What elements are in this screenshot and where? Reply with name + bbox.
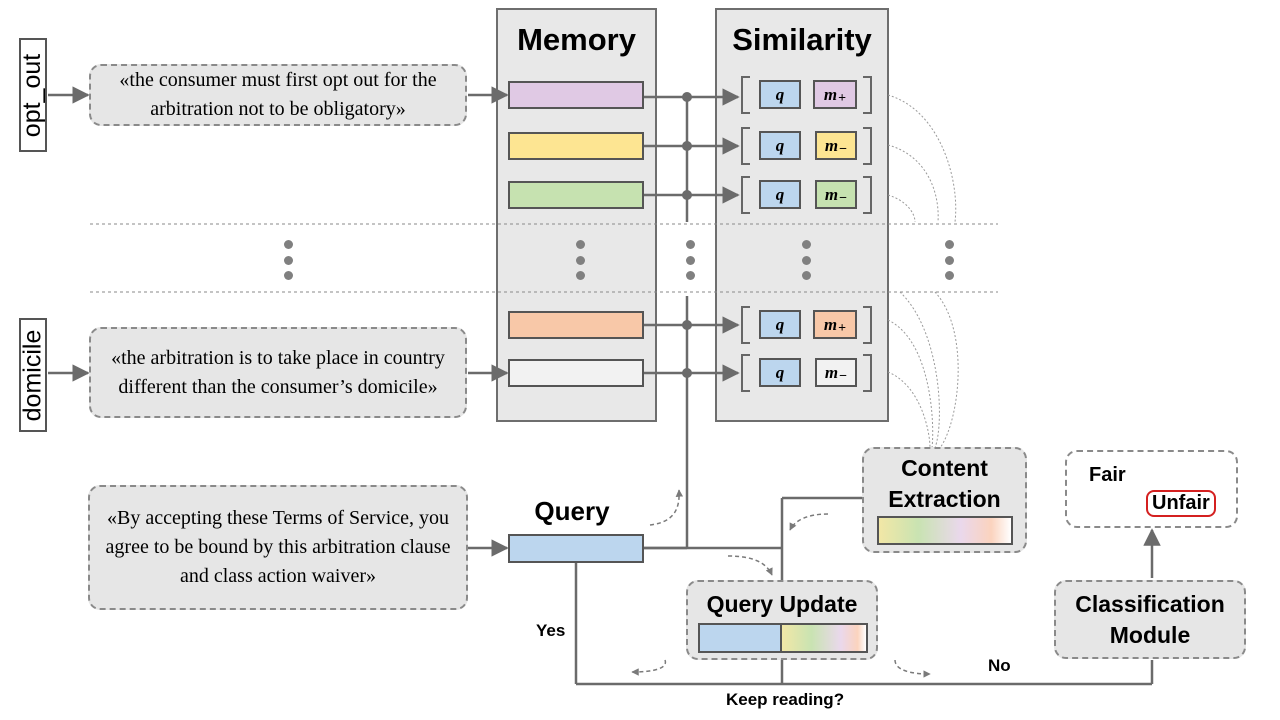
memory-vector: m+ xyxy=(813,310,857,339)
ellipsis xyxy=(575,240,585,280)
query-vector-label: q xyxy=(775,314,785,334)
side-label-domicile: domicile xyxy=(19,318,47,432)
content-part xyxy=(782,625,866,651)
memory-vector: m+ xyxy=(813,80,857,109)
bracket-right xyxy=(863,76,872,114)
bracket-right xyxy=(863,306,872,344)
similarity-title: Similarity xyxy=(732,22,872,57)
query-vector: q xyxy=(759,80,801,109)
query-vector-label: q xyxy=(775,184,785,204)
memory-vector: m− xyxy=(815,131,857,160)
memory-vector-sign: + xyxy=(838,90,847,106)
bracket-left xyxy=(741,176,750,214)
ellipsis xyxy=(944,240,954,280)
query-vector-label: q xyxy=(775,135,785,155)
query-vector: q xyxy=(759,358,801,387)
bracket-right xyxy=(863,354,872,392)
bracket-right xyxy=(863,176,872,214)
sentence-query: «By accepting these Terms of Service, yo… xyxy=(88,485,468,610)
content-extraction-title: Content Extraction xyxy=(888,455,1001,512)
keep-reading-label: Keep reading? xyxy=(726,690,845,709)
memory-vector: m− xyxy=(815,180,857,209)
memory-title: Memory xyxy=(517,22,636,57)
query-vector: q xyxy=(759,131,801,160)
bracket-left xyxy=(741,354,750,392)
memory-panel xyxy=(496,8,657,422)
ellipsis xyxy=(283,240,293,280)
memory-slot-2 xyxy=(508,132,644,160)
classification-module: Classification Module xyxy=(1054,580,1246,659)
query-vector-bar xyxy=(508,534,644,563)
bracket-left xyxy=(741,76,750,114)
memory-vector-label: m xyxy=(823,314,838,334)
bracket-right xyxy=(863,127,872,165)
sentence-domicile-text: «the arbitration is to take place in cou… xyxy=(111,346,445,398)
sentence-opt-out: «the consumer must first opt out for the… xyxy=(89,64,467,126)
sentence-opt-out-text: «the consumer must first opt out for the… xyxy=(119,69,437,120)
memory-slot-5 xyxy=(508,359,644,387)
fair-label: Fair xyxy=(1089,464,1126,486)
memory-vector-label: m xyxy=(824,135,839,155)
memory-vector: m− xyxy=(815,358,857,387)
query-title: Query xyxy=(534,496,610,526)
memory-slot-3 xyxy=(508,181,644,209)
query-vector: q xyxy=(759,180,801,209)
memory-vector-sign: + xyxy=(838,320,847,336)
ellipsis xyxy=(801,240,811,280)
content-extraction-module: Content Extraction xyxy=(862,447,1027,553)
side-label-opt-out: opt_out xyxy=(19,38,47,152)
ellipsis xyxy=(685,240,695,280)
query-vector-label: q xyxy=(775,84,785,104)
content-extraction-bar xyxy=(877,516,1013,545)
query-vector: q xyxy=(759,310,801,339)
memory-vector-label: m xyxy=(824,362,839,382)
query-update-bar xyxy=(698,623,868,653)
memory-slot-4 xyxy=(508,311,644,339)
sentence-domicile: «the arbitration is to take place in cou… xyxy=(89,327,467,418)
bracket-left xyxy=(741,127,750,165)
memory-vector-sign: − xyxy=(839,190,848,206)
query-update-title: Query Update xyxy=(706,591,858,617)
no-label: No xyxy=(988,656,1011,675)
classification-title: Classification Module xyxy=(1075,590,1225,648)
memory-vector-label: m xyxy=(824,184,839,204)
yes-label: Yes xyxy=(536,621,566,640)
query-update-module: Query Update xyxy=(686,580,878,660)
memory-vector-sign: − xyxy=(839,141,848,157)
unfair-label: Unfair xyxy=(1146,490,1216,517)
memory-slot-1 xyxy=(508,81,644,109)
query-vector-label: q xyxy=(775,362,785,382)
query-part xyxy=(700,625,782,651)
memory-vector-label: m xyxy=(823,84,838,104)
bracket-left xyxy=(741,306,750,344)
sentence-query-text: «By accepting these Terms of Service, yo… xyxy=(105,507,451,587)
memory-vector-sign: − xyxy=(839,368,848,384)
